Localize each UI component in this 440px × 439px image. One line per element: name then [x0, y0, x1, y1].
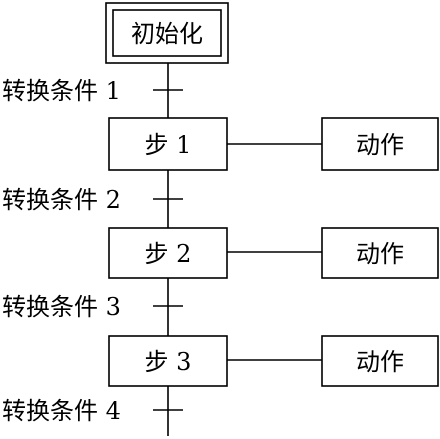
step-2-box	[108, 227, 228, 279]
step-1: 步 1 动作	[108, 117, 439, 171]
step-3-label: 步 3	[145, 348, 192, 376]
transition-label-3: 转换条件 3	[2, 293, 121, 321]
step-2-label: 步 2	[145, 240, 192, 268]
step-3-action-box	[321, 335, 439, 387]
step-2-action-box	[321, 227, 439, 279]
step-3-box	[108, 335, 228, 387]
step-1-action-label: 动作	[356, 131, 404, 159]
transition-label-4: 转换条件 4	[2, 397, 121, 425]
initial-step: 初始化	[105, 2, 229, 64]
step-2-action-label: 动作	[356, 240, 404, 268]
initial-step-label: 初始化	[131, 20, 203, 48]
transition-label-2: 转换条件 2	[2, 186, 121, 214]
transition-label-1: 转换条件 1	[2, 77, 121, 105]
step-3-action-label: 动作	[356, 348, 404, 376]
initial-step-inner-box	[112, 9, 222, 57]
step-3: 步 3 动作	[108, 335, 439, 387]
step-1-label: 步 1	[145, 131, 192, 159]
step-1-action-box	[321, 117, 439, 171]
step-2: 步 2 动作	[108, 227, 439, 279]
